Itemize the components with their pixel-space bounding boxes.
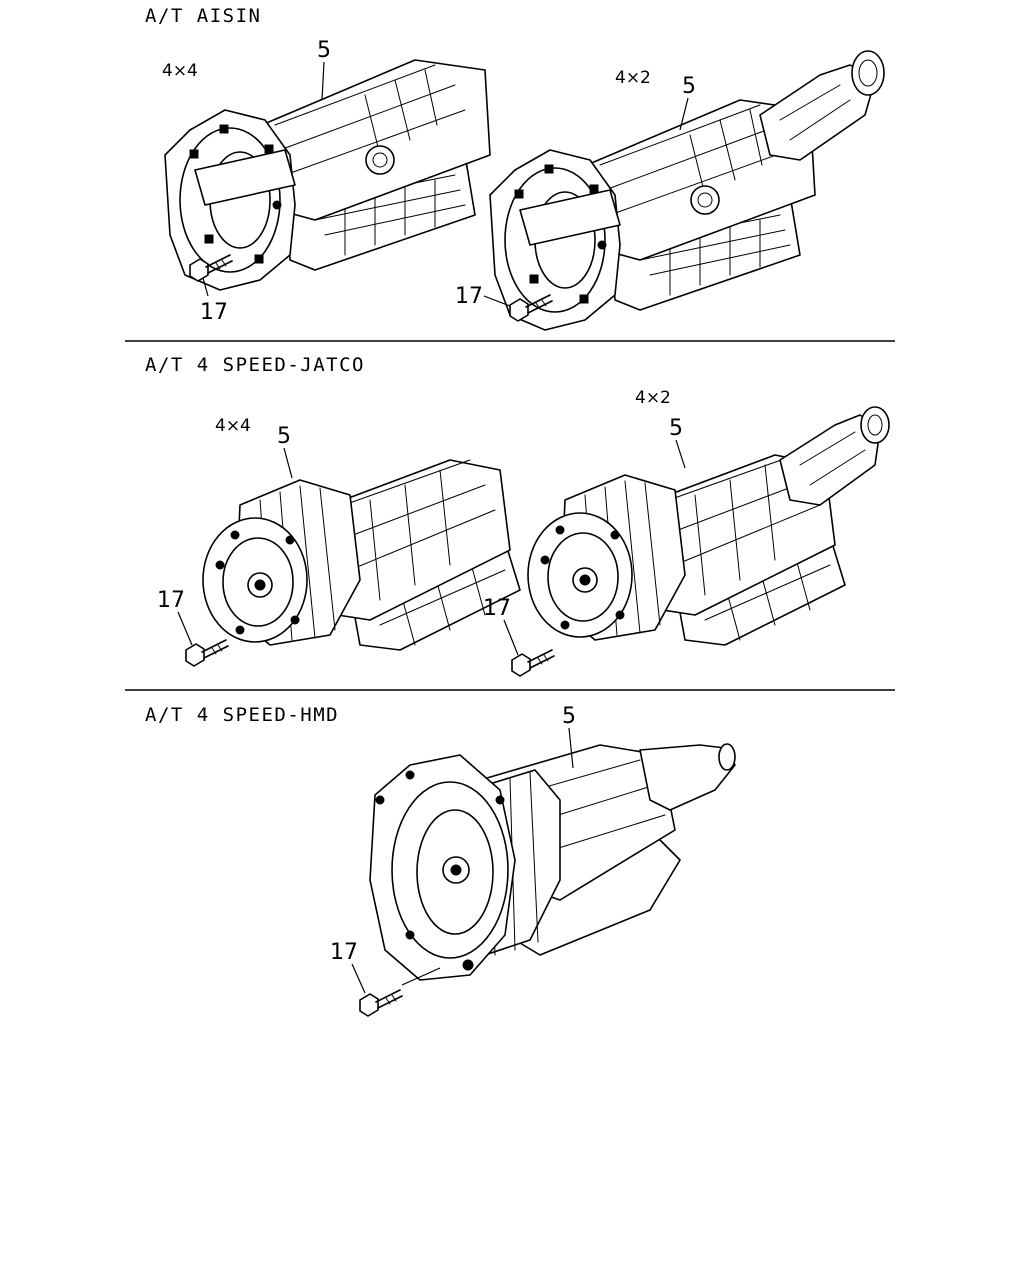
bolt-leader-line — [483, 295, 511, 307]
aisin-4x2-view: 4×2 5 17 — [455, 50, 885, 331]
part-callout: 5 — [317, 38, 331, 63]
part-callout: 5 — [669, 416, 683, 441]
mounting-bolt-drawing — [185, 639, 229, 667]
section-heading: A/T 4 SPEED-HMD — [145, 704, 339, 726]
bolt-leader-line — [177, 611, 193, 646]
section-jatco: A/T 4 SPEED-JATCO 4×4 5 17 4×2 5 — [145, 354, 890, 677]
mounting-bolt-drawing — [359, 989, 403, 1017]
bolt-leader-line — [503, 619, 519, 656]
bolt-leader-line — [351, 963, 366, 994]
part-leader-line — [568, 727, 574, 769]
hmd-view: 5 17 — [330, 704, 736, 1017]
tail-housing-drawing — [759, 50, 885, 161]
bolt-callout: 17 — [200, 300, 228, 325]
aisin-4x4-view: 4×4 5 17 — [162, 38, 491, 325]
variant-label: 4×2 — [635, 388, 671, 408]
variant-label: 4×4 — [215, 416, 251, 436]
section-hmd: A/T 4 SPEED-HMD 5 — [145, 704, 736, 1017]
part-leader-line — [321, 61, 325, 101]
tail-housing-drawing — [779, 406, 890, 506]
part-callout: 5 — [277, 424, 291, 449]
part-callout: 5 — [562, 704, 576, 729]
section-heading: A/T AISIN — [145, 5, 261, 27]
bolt-callout: 17 — [157, 588, 185, 613]
part-leader-line — [675, 439, 686, 469]
bolt-callout: 17 — [455, 284, 483, 309]
jatco-4x4-view: 4×4 5 17 — [157, 416, 521, 667]
section-aisin: A/T AISIN 4×4 5 17 4×2 5 — [145, 5, 885, 331]
bolt-leader-line — [202, 277, 209, 297]
section-heading: A/T 4 SPEED-JATCO — [145, 354, 365, 376]
bolt-position-leader-line — [401, 967, 441, 986]
bolt-callout: 17 — [330, 940, 358, 965]
mounting-bolt-drawing — [511, 649, 555, 677]
variant-label: 4×4 — [162, 61, 198, 81]
jatco-4x2-view: 4×2 5 17 — [483, 388, 890, 677]
tail-housing-drawing — [639, 744, 736, 811]
bolt-callout: 17 — [483, 596, 511, 621]
part-leader-line — [283, 447, 293, 479]
part-callout: 5 — [682, 74, 696, 99]
automatic-transmission-drawing — [164, 59, 491, 291]
automatic-transmission-drawing — [202, 459, 521, 651]
variant-label: 4×2 — [615, 68, 651, 88]
part-leader-line — [679, 97, 689, 131]
